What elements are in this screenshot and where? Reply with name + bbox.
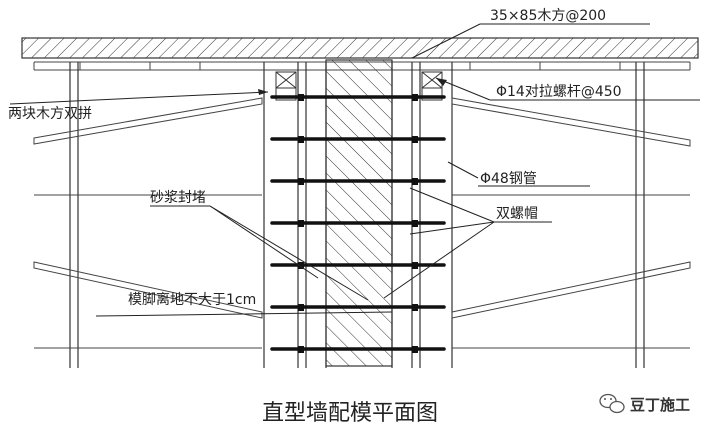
concrete-wall bbox=[325, 59, 393, 367]
double-timber-boxes bbox=[275, 71, 443, 101]
label-double-nut: 双螺帽 bbox=[496, 206, 538, 222]
label-top-timber: 35×85木方@200 bbox=[490, 8, 606, 24]
label-form-foot: 模脚离地不大于1cm bbox=[128, 291, 256, 308]
label-tie-bolt: Φ14对拉螺杆@450 bbox=[496, 84, 622, 100]
label-double-timber: 两块木方双拼 bbox=[8, 106, 92, 122]
label-mortar-seal: 砂浆封堵 bbox=[150, 190, 206, 206]
watermark-text: 豆丁施工 bbox=[630, 396, 690, 414]
diagram-caption: 直型墙配模平面图 bbox=[262, 401, 438, 426]
label-steel-pipe: Φ48钢管 bbox=[480, 171, 537, 187]
wechat-icon bbox=[599, 393, 625, 414]
formwork-verticals bbox=[69, 62, 645, 368]
leader-arrowheads bbox=[258, 78, 447, 95]
diagonal-braces bbox=[33, 97, 691, 319]
leader-lines bbox=[9, 23, 700, 317]
double-nuts bbox=[298, 94, 418, 353]
steel-pipes bbox=[34, 194, 690, 349]
top-slab bbox=[21, 37, 699, 59]
